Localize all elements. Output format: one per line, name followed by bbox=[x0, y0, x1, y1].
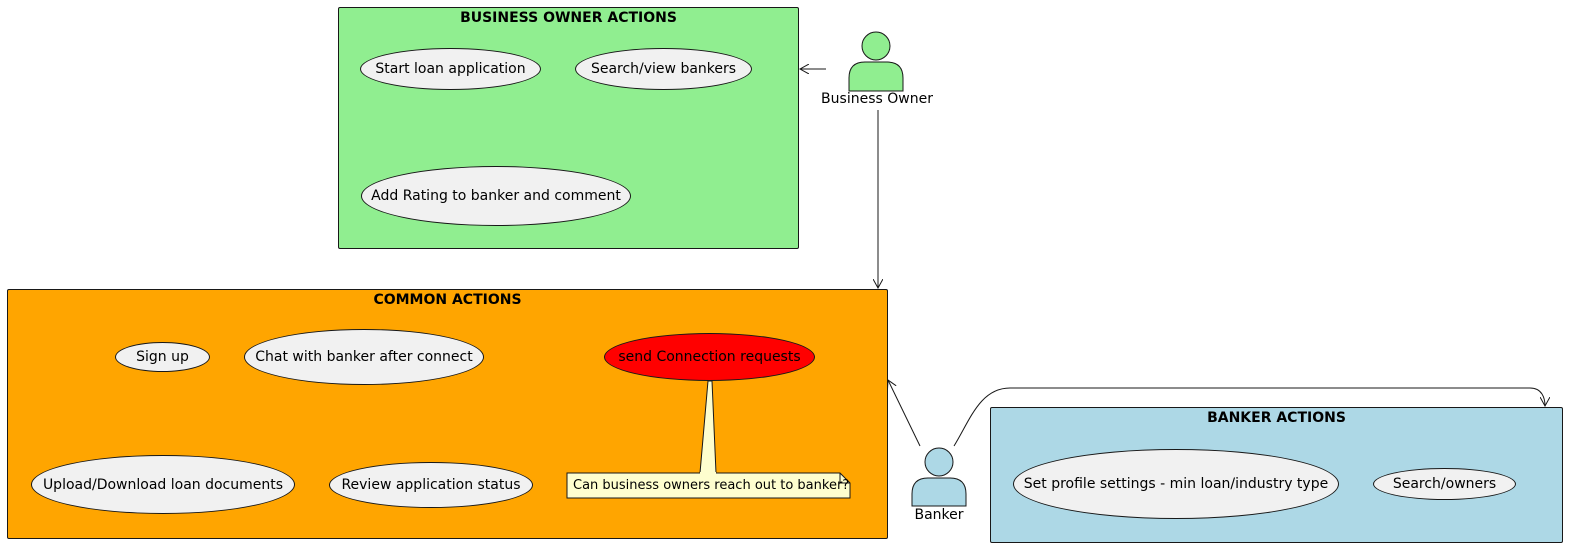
usecase-search-owners[interactable]: Search/owners bbox=[1373, 468, 1516, 500]
note-business-owners-reach-out: Can business owners reach out to banker? bbox=[573, 478, 850, 493]
edge-banker-to-common-actions bbox=[888, 380, 921, 447]
usecase-add-rating[interactable]: Add Rating to banker and comment bbox=[361, 166, 631, 226]
usecase-set-profile-settings[interactable]: Set profile settings - min loan/industry… bbox=[1013, 449, 1339, 519]
usecase-review-application-status[interactable]: Review application status bbox=[329, 462, 533, 508]
edge-banker-to-banker-actions bbox=[953, 387, 1545, 447]
usecase-start-loan-application[interactable]: Start loan application bbox=[360, 48, 541, 90]
usecase-send-connection-requests[interactable]: send Connection requests bbox=[604, 333, 815, 381]
usecase-sign-up[interactable]: Sign up bbox=[115, 342, 210, 372]
note-callout bbox=[699, 380, 717, 474]
usecase-search-view-bankers[interactable]: Search/view bankers bbox=[575, 48, 752, 90]
package-title: COMMON ACTIONS bbox=[373, 292, 522, 308]
package-title: BUSINESS OWNER ACTIONS bbox=[460, 10, 677, 26]
note-shape bbox=[566, 472, 851, 499]
actor-business-owner[interactable]: Business Owner bbox=[821, 91, 933, 107]
person-icon bbox=[911, 447, 967, 507]
person-icon bbox=[848, 31, 904, 92]
package-title: BANKER ACTIONS bbox=[1207, 410, 1346, 426]
actor-banker[interactable]: Banker bbox=[914, 507, 964, 523]
usecase-upload-download-documents[interactable]: Upload/Download loan documents bbox=[31, 455, 295, 514]
usecase-chat-with-banker[interactable]: Chat with banker after connect bbox=[244, 329, 484, 385]
